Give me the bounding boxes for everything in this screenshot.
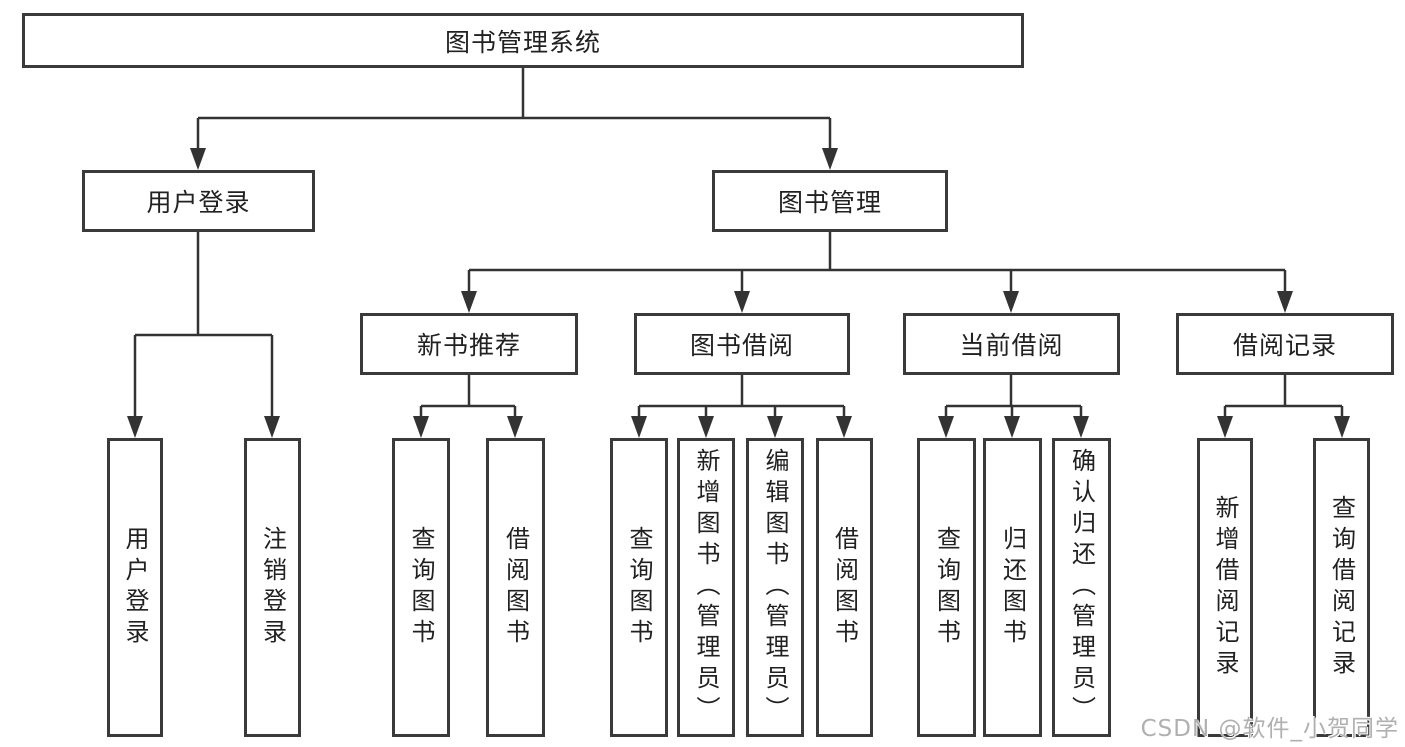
leaf-return-books: 归还图书	[983, 438, 1042, 737]
leaf-label: 查询图书	[932, 525, 961, 650]
node-user-login: 用户登录	[82, 170, 315, 232]
leaf-label: 编辑图书（管理员）	[761, 448, 789, 727]
leaf-query-books-recommend: 查询图书	[392, 438, 450, 737]
leaf-label: 确认归还（管理员）	[1067, 448, 1096, 727]
leaf-confirm-return-admin: 确认归还（管理员）	[1052, 438, 1111, 737]
node-book-borrowing: 图书借阅	[634, 313, 850, 375]
node-label: 借阅记录	[1232, 331, 1337, 360]
leaf-user-login: 用户登录	[107, 438, 163, 737]
leaf-query-borrow-record: 查询借阅记录	[1313, 438, 1370, 737]
leaf-label: 查询图书	[407, 525, 435, 650]
node-new-book-recommend: 新书推荐	[360, 313, 578, 375]
leaf-logout: 注销登录	[244, 438, 301, 737]
node-label: 图书管理	[777, 188, 882, 217]
leaf-label: 查询借阅记录	[1327, 494, 1356, 681]
node-book-management: 图书管理	[712, 170, 948, 232]
leaf-query-books-borrowing: 查询图书	[610, 438, 668, 737]
csdn-watermark: CSDN @软件_小贺同学	[1140, 716, 1399, 742]
node-borrowing-records: 借阅记录	[1176, 313, 1394, 375]
leaf-label: 新增图书（管理员）	[692, 448, 720, 727]
leaf-borrow-books-borrowing: 借阅图书	[816, 438, 873, 737]
node-current-borrowing: 当前借阅	[903, 313, 1120, 375]
leaf-label: 用户登录	[121, 525, 149, 650]
node-label: 图书借阅	[689, 331, 794, 360]
leaf-label: 借阅图书	[501, 525, 530, 650]
leaf-label: 新增借阅记录	[1211, 494, 1239, 681]
leaf-edit-book-admin: 编辑图书（管理员）	[746, 438, 804, 737]
node-label: 当前借阅	[959, 331, 1064, 360]
leaf-label: 注销登录	[258, 525, 287, 650]
leaf-label: 归还图书	[998, 525, 1027, 650]
leaf-query-books-current: 查询图书	[917, 438, 976, 737]
leaf-add-book-admin: 新增图书（管理员）	[677, 438, 735, 737]
leaf-borrow-books-recommend: 借阅图书	[486, 438, 545, 737]
node-label: 图书管理系统	[444, 27, 601, 57]
leaf-label: 查询图书	[625, 525, 653, 650]
node-label: 用户登录	[146, 188, 251, 217]
node-library-management-system: 图书管理系统	[22, 13, 1024, 68]
arrowhead-group	[127, 148, 1350, 438]
leaf-add-borrow-record: 新增借阅记录	[1197, 438, 1253, 737]
leaf-label: 借阅图书	[830, 525, 859, 650]
node-label: 新书推荐	[416, 331, 521, 360]
